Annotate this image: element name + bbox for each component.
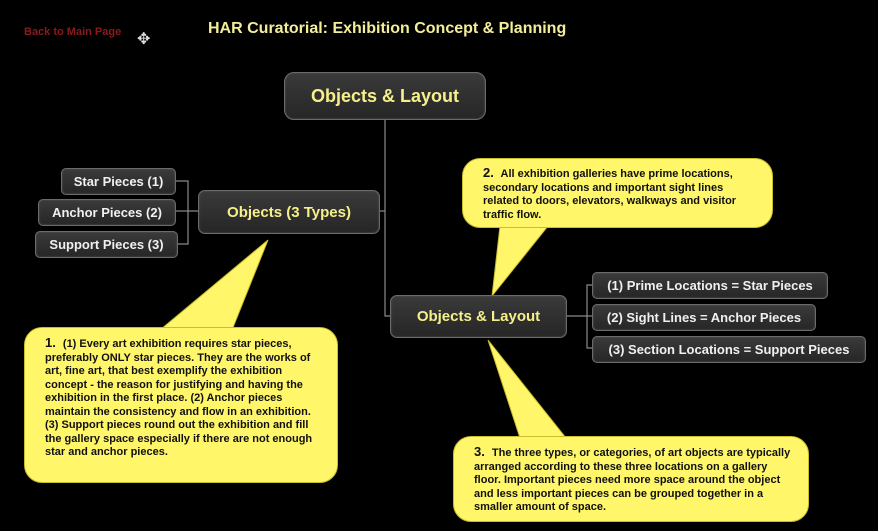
node-objects-layout[interactable]: Objects & Layout (390, 295, 567, 338)
callout-3-text: The three types, or categories, of art o… (474, 447, 791, 513)
callout-2-text: All exhibition galleries have prime loca… (483, 168, 737, 221)
node-prime-locations[interactable]: (1) Prime Locations = Star Pieces (592, 272, 828, 299)
node-anchor-pieces[interactable]: Anchor Pieces (2) (38, 199, 176, 226)
move-icon[interactable]: ✥ (137, 31, 151, 48)
callout-2-number: 2. (483, 165, 494, 180)
callout-3: 3. The three types, or categories, of ar… (453, 436, 809, 522)
callout-1-text: (1) Every art exhibition requires star p… (45, 338, 313, 458)
node-support-pieces[interactable]: Support Pieces (3) (35, 231, 178, 258)
callout-3-number: 3. (474, 444, 485, 459)
back-to-main-page-link[interactable]: Back to Main Page (24, 26, 122, 38)
root-node-objects-layout[interactable]: Objects & Layout (284, 72, 486, 120)
node-sight-lines[interactable]: (2) Sight Lines = Anchor Pieces (592, 304, 816, 331)
callout-1: 1. (1) Every art exhibition requires sta… (24, 327, 338, 483)
page-title: HAR Curatorial: Exhibition Concept & Pla… (208, 20, 567, 37)
node-section-locations[interactable]: (3) Section Locations = Support Pieces (592, 336, 866, 363)
callout-1-number: 1. (45, 335, 56, 350)
node-star-pieces[interactable]: Star Pieces (1) (61, 168, 176, 195)
callout-2: 2. All exhibition galleries have prime l… (462, 158, 773, 228)
node-objects-3-types[interactable]: Objects (3 Types) (198, 190, 380, 234)
